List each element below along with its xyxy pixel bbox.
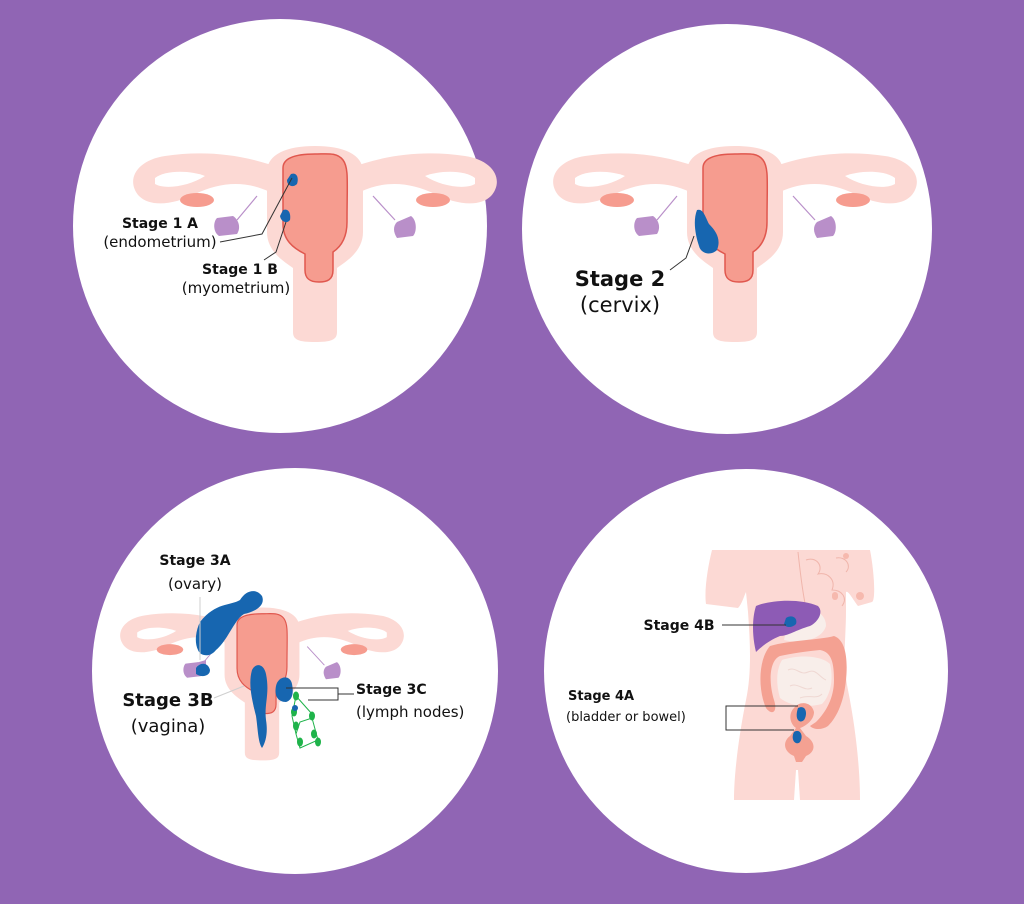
panel-stage-3: Stage 3A (ovary) Stage 3B (vagina) Stage… [92,468,498,874]
tumor-ovary [196,663,210,677]
tumor-stage-4a-bladder [796,707,806,722]
tumor-stage-3a [195,591,263,656]
label-stage-2-subtitle: (cervix) [580,293,660,317]
leader-line-1b [263,221,287,261]
lesion-dot [843,553,849,559]
panel-circle [544,469,948,873]
leader-line-1a [219,177,293,243]
panel-stage-4: Stage 4B Stage 4A (bladder or bowel) [544,469,948,873]
tumor-stage-3b [250,665,268,748]
panel-stage-2: Stage 2 (cervix) [522,24,932,434]
large-intestine [760,636,847,729]
label-stage-3a-subtitle: (ovary) [168,575,222,593]
label-stage-1a-title: Stage 1 A [122,216,198,232]
tumor-stage-1b [280,209,291,223]
leader-line-2 [669,235,695,271]
small-intestine [777,656,832,706]
label-stage-2-title: Stage 2 [575,267,666,291]
tumor-stage-2 [694,209,719,254]
lesion-dot [832,592,838,600]
lymph-nodes [291,691,321,749]
uterus-diagram [552,145,918,343]
label-stage-3c-title: Stage 3C [356,682,427,698]
label-stage-3c-subtitle: (lymph nodes) [356,703,464,721]
label-stage-3b-subtitle: (vagina) [131,716,206,737]
tumor-stage-3c [275,677,293,702]
uterus-diagram [132,145,498,343]
label-stage-4b-title: Stage 4B [643,618,714,634]
leader-line-4a-bracket [725,705,798,731]
label-stage-3a-title: Stage 3A [159,553,230,569]
label-stage-1a-subtitle: (endometrium) [103,233,216,251]
label-stage-1b-subtitle: (myometrium) [182,279,291,297]
label-stage-3b-title: Stage 3B [122,690,213,711]
lesion-dot [856,592,864,600]
lymph-tumor-dot [292,705,298,711]
label-stage-4a-title: Stage 4A [568,689,634,704]
tumor-stage-4a-bowel [792,730,802,744]
tumor-stage-4b [784,616,797,627]
label-stage-1b-title: Stage 1 B [202,262,278,278]
leader-line-3b [213,685,245,699]
panel-stage-1: Stage 1 A (endometrium) Stage 1 B (myome… [73,19,498,433]
label-stage-4a-subtitle: (bladder or bowel) [566,710,686,725]
intestine-folds [787,668,827,699]
